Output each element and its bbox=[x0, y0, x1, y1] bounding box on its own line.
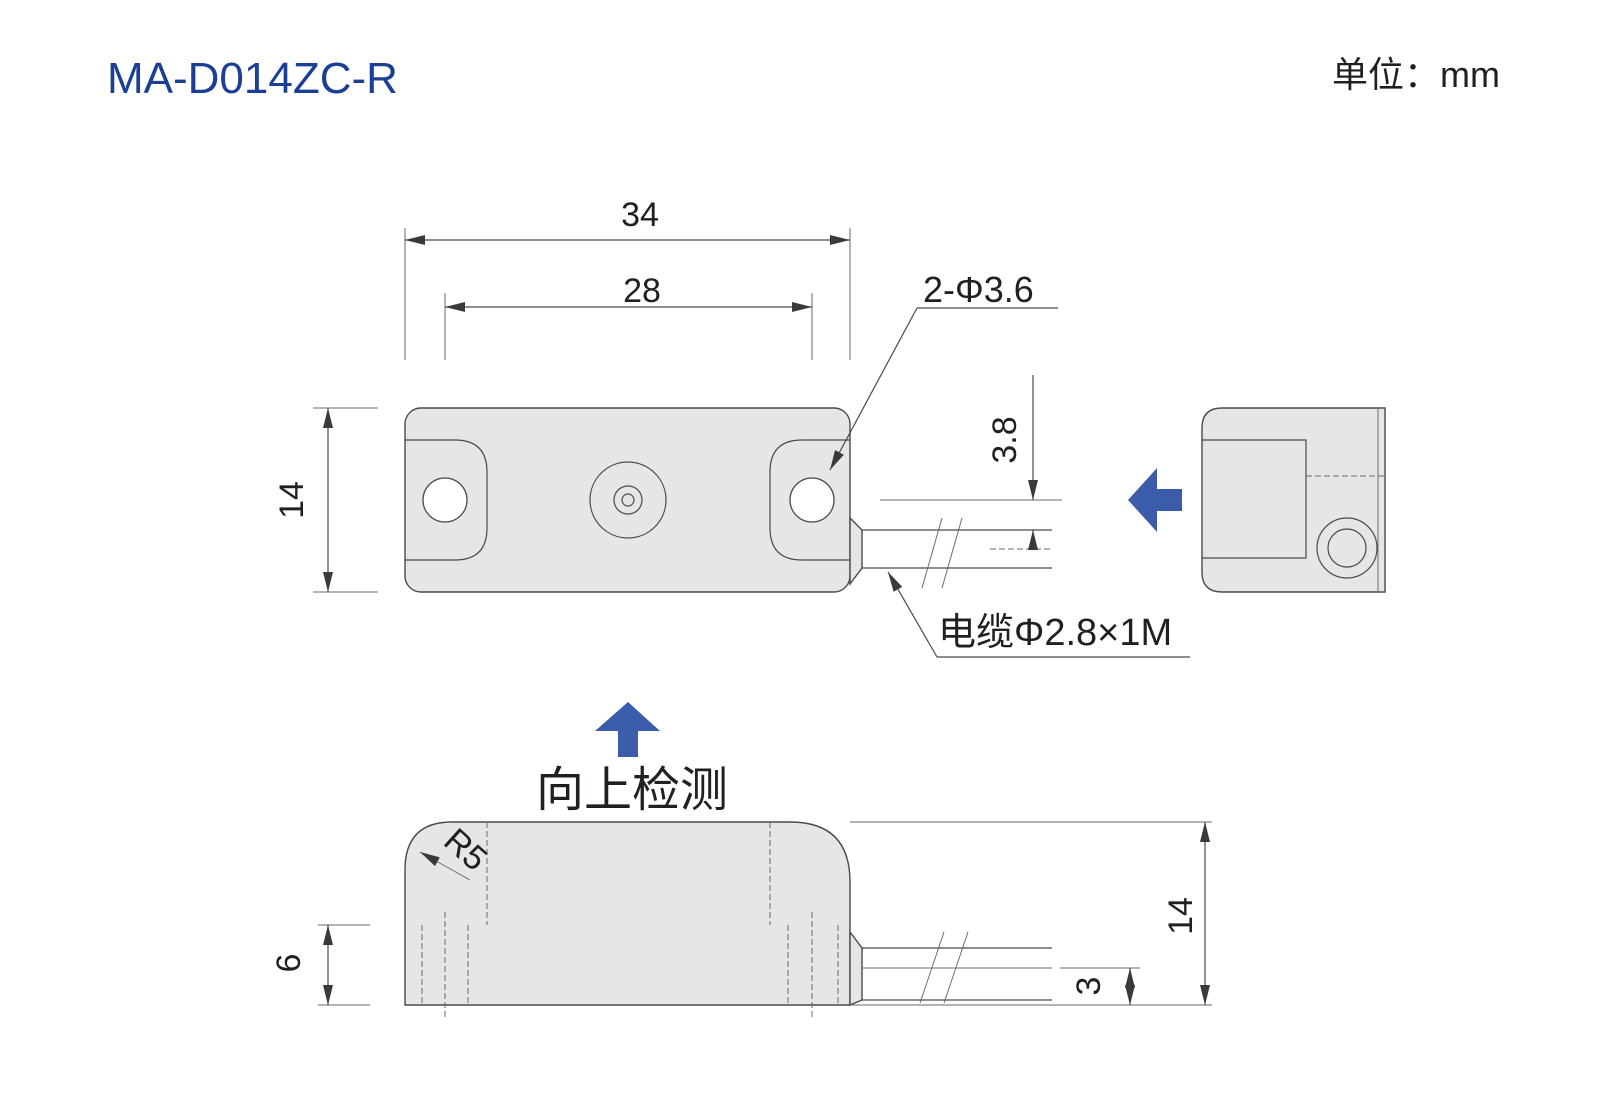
dim-cable-offset: 3.8 bbox=[986, 416, 1024, 463]
hole-leader bbox=[829, 307, 918, 471]
cable-leader bbox=[887, 571, 938, 658]
sensor-body-top bbox=[404, 407, 851, 593]
right-mount-hole bbox=[789, 477, 835, 523]
sensing-ring-outer bbox=[589, 461, 667, 539]
top-view: 34 28 14 3.8 2-Φ3.6 bbox=[273, 196, 1190, 658]
sensing-ring-middle bbox=[613, 485, 643, 515]
sensor-body-side bbox=[1201, 407, 1386, 593]
dim-cable-height: 3 bbox=[1070, 977, 1108, 996]
dim-width-overall: 34 bbox=[621, 196, 659, 234]
arrow-up-icon bbox=[595, 702, 660, 757]
hole-callout: 2-Φ3.6 bbox=[923, 269, 1034, 310]
right-mount-lobe bbox=[769, 439, 850, 561]
arrow-left-icon bbox=[1128, 468, 1182, 532]
drawing-title: MA-D014ZC-R bbox=[107, 54, 398, 103]
dim-hole-spacing: 28 bbox=[623, 272, 661, 310]
cable-break-mark bbox=[921, 517, 943, 589]
radius-leader bbox=[419, 851, 471, 881]
dim-height-top: 14 bbox=[273, 481, 311, 519]
detect-direction-label: 向上检测 bbox=[536, 764, 728, 817]
cable-callout: 电缆Φ2.8×1M bbox=[938, 612, 1172, 654]
side-hole-outer bbox=[1316, 517, 1378, 579]
sensing-ring-inner bbox=[621, 493, 635, 507]
left-mount-hole bbox=[422, 477, 468, 523]
side-hole-inner bbox=[1327, 528, 1367, 568]
dim-height-front: 14 bbox=[1162, 897, 1200, 935]
cable-strain-relief-top bbox=[849, 516, 863, 587]
side-view bbox=[1201, 407, 1386, 593]
left-mount-lobe bbox=[405, 439, 488, 561]
front-view: R5 14 3 6 bbox=[270, 821, 1212, 1018]
sensor-body-front bbox=[404, 821, 851, 1006]
unit-label: 单位：mm bbox=[1332, 54, 1500, 95]
dim-mount-height: 6 bbox=[270, 954, 308, 973]
cable-strain-relief-front bbox=[849, 929, 863, 1007]
